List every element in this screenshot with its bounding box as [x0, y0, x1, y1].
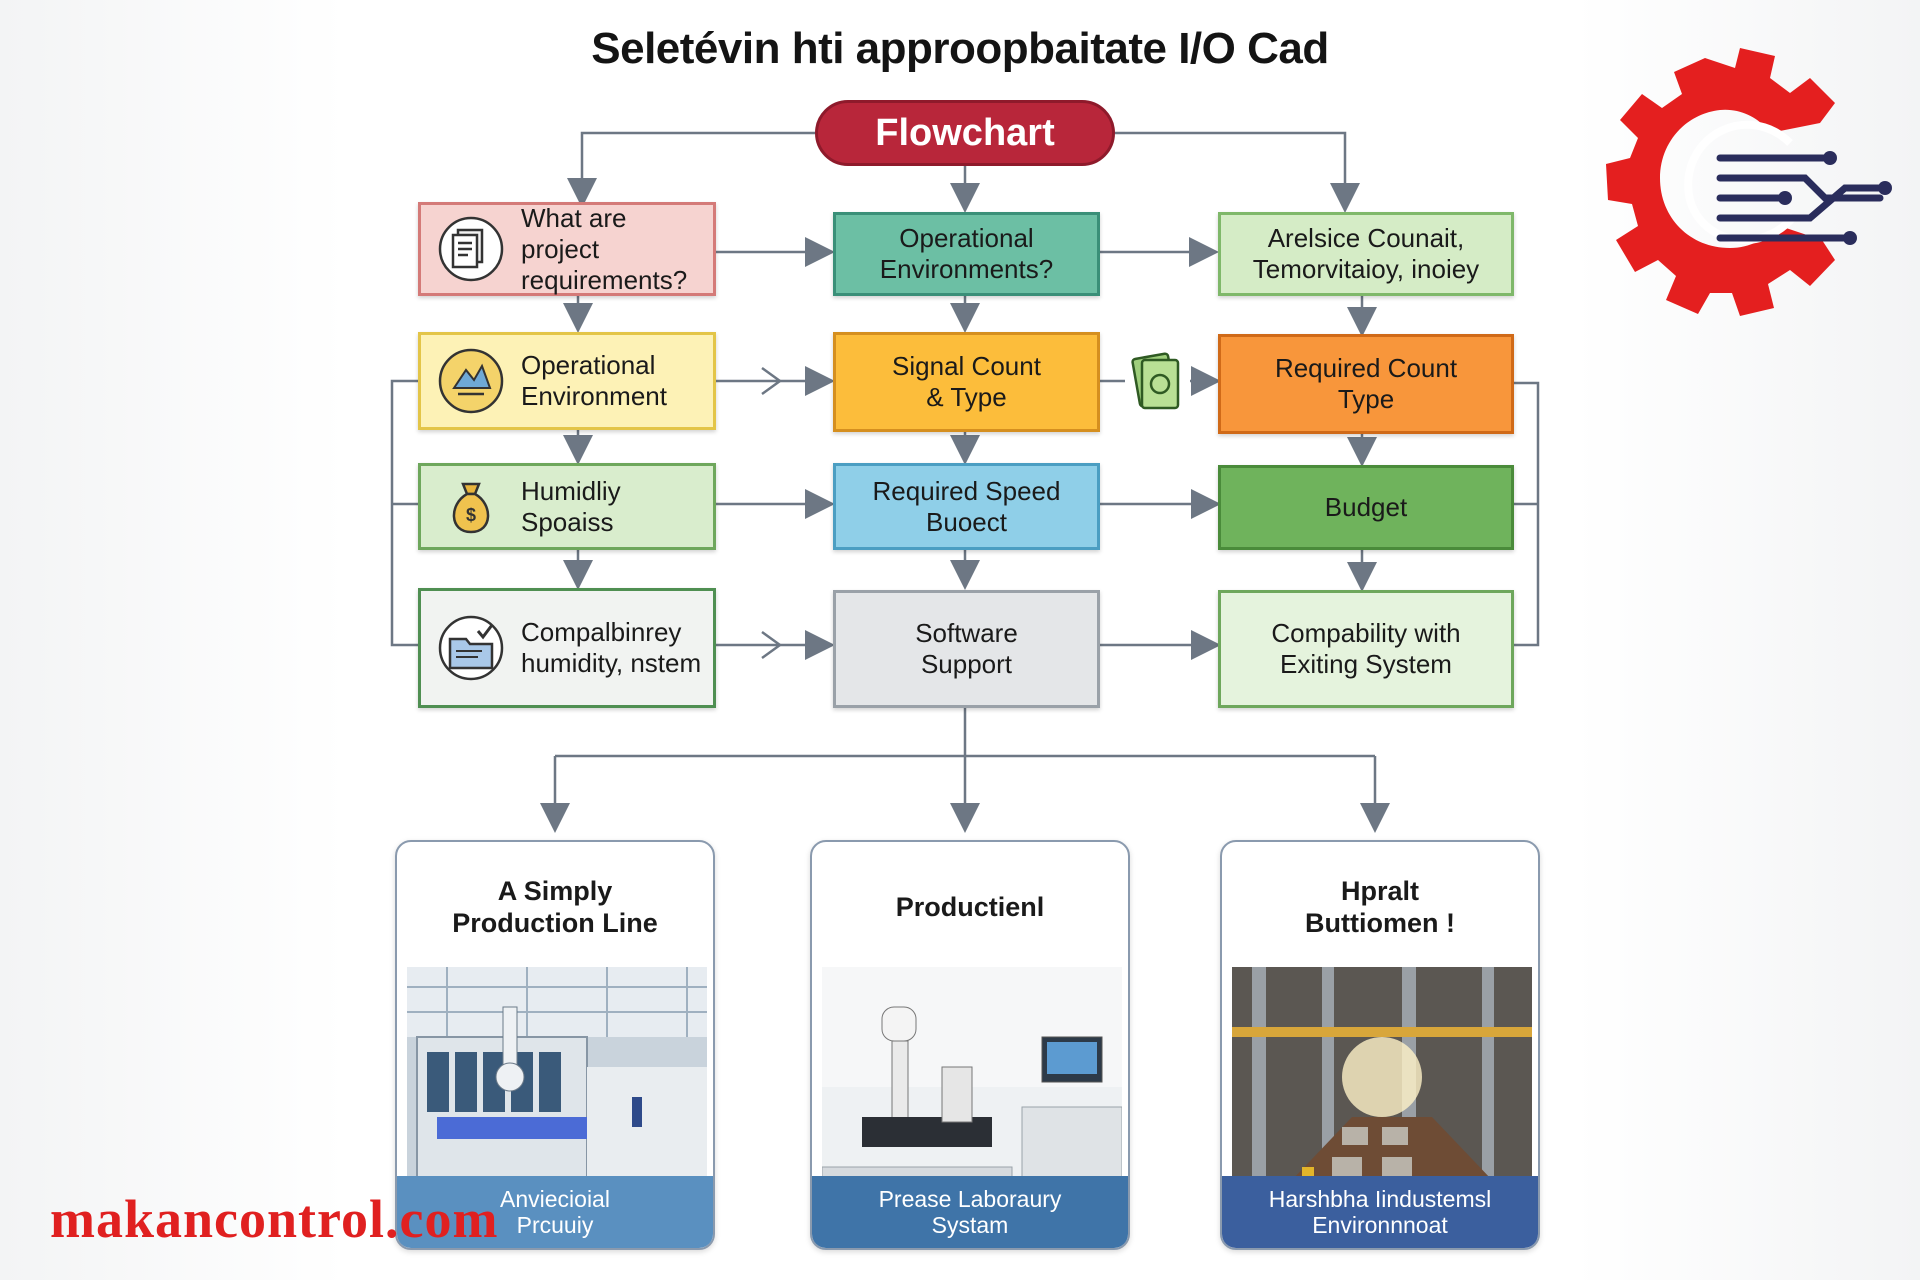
folder-check-icon — [435, 612, 507, 684]
box-label: Operational Environment — [521, 350, 667, 411]
box-label: Operational Environments? — [879, 223, 1054, 284]
box-label: Budget — [1324, 492, 1408, 522]
watermark: makancontrol.com — [50, 1189, 499, 1249]
box-required-count-type: Required Count Type — [1218, 334, 1514, 434]
cash-icon — [1126, 352, 1188, 412]
box-compatibility-existing: Compability with Exiting System — [1218, 590, 1514, 708]
box-project-requirements: What are project requirements? — [418, 202, 716, 296]
card-title: A Simply Production Line — [452, 876, 658, 938]
box-signal-count-type: Signal Count & Type — [833, 332, 1100, 432]
card-production-line: A Simply Production Line Anviec — [395, 840, 715, 1250]
box-label: Signal Count & Type — [892, 351, 1041, 412]
box-humidity: $ Humidliy Spoaiss — [418, 463, 716, 550]
box-label: What are project requirements? — [521, 202, 688, 295]
card-title: Productienl — [895, 892, 1045, 922]
box-label: Required Speed Buoect — [872, 475, 1061, 537]
flowchart-pill: Flowchart — [815, 100, 1115, 166]
box-label: Humidliy Spoaiss — [521, 475, 621, 537]
box-label: Arelsice Counait, Temorvitaioy, inoiey — [1252, 223, 1480, 284]
card-caption: Harshbha Iindustemsl Environnnoat — [1222, 1176, 1538, 1248]
box-operational-environments: Operational Environments? — [833, 212, 1100, 296]
box-label: Compalbinrey humidity, nstem — [521, 617, 702, 678]
environment-icon — [435, 345, 507, 417]
document-icon — [435, 213, 507, 285]
svg-text:$: $ — [466, 505, 476, 525]
box-label: Compability with Exiting System — [1271, 618, 1461, 679]
money-bag-icon: $ — [435, 471, 507, 543]
card-harsh-environment: Hpralt Buttiomen ! Harshbha Iindustemsl … — [1220, 840, 1540, 1250]
box-software-support: Software Support — [833, 590, 1100, 708]
box-compatibility-humidity: Compalbinrey humidity, nstem — [418, 588, 716, 708]
box-required-speed-budget: Required Speed Buoect — [833, 463, 1100, 550]
company-logo — [1590, 48, 1900, 318]
card-production-lab: Productienl Prease Laboraury Systam — [810, 840, 1130, 1250]
box-budget: Budget — [1218, 465, 1514, 550]
card-caption: Anviecioial Prcuuiy — [397, 1176, 713, 1248]
box-label: Software Support — [915, 618, 1018, 679]
card-caption: Prease Laboraury Systam — [812, 1176, 1128, 1248]
page-title: Seletévin hti approopbaitate I/O Cad — [591, 24, 1329, 73]
box-operational-environment: Operational Environment — [418, 332, 716, 430]
box-count-temperature-money: Arelsice Counait, Temorvitaioy, inoiey — [1218, 212, 1514, 296]
card-title: Hpralt Buttiomen ! — [1305, 876, 1455, 938]
box-label: Required Count Type — [1274, 353, 1458, 414]
